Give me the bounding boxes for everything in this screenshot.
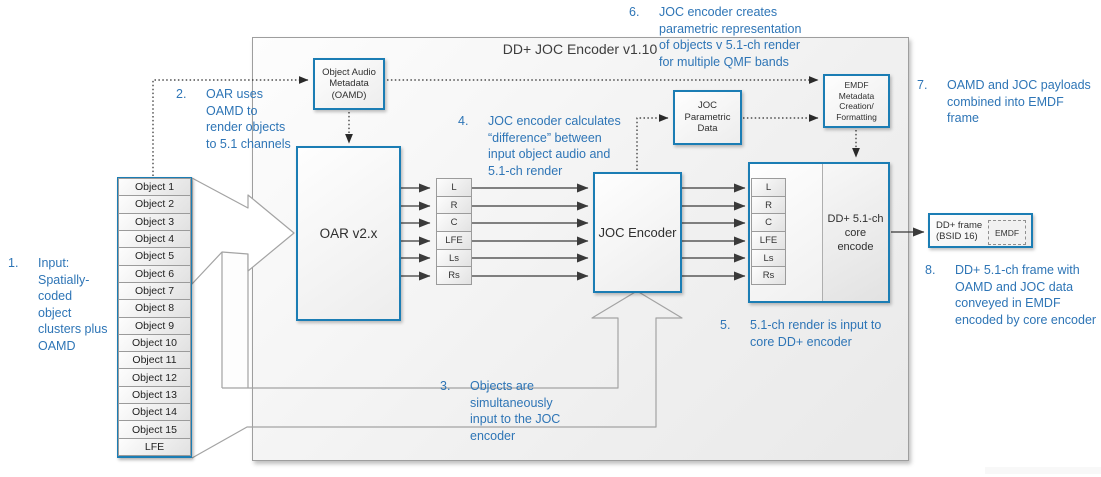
note-1: 1. Input: Spatially- coded object cluste… xyxy=(8,255,107,354)
object-row-lfe: LFE xyxy=(118,437,191,456)
object-row: Object 7 xyxy=(118,281,191,301)
object-row: Object 15 xyxy=(118,420,191,439)
channel-row: C xyxy=(436,213,472,233)
note-1-text: Input: Spatially- coded object clusters … xyxy=(38,256,108,353)
object-row: Object 4 xyxy=(118,229,191,249)
dd-frame-label: DD+ frame (BSID 16) xyxy=(936,219,983,242)
channel-row: L xyxy=(436,178,472,197)
channel-row: LFE xyxy=(436,231,472,250)
core-channel-stack: L R C LFE Ls Rs xyxy=(751,178,786,286)
object-row: Object 10 xyxy=(118,333,191,353)
note-6: 6. JOC encoder creates parametric repres… xyxy=(629,4,801,70)
oamd-label: Object Audio Metadata (OAMD) xyxy=(322,66,376,101)
object-row: Object 11 xyxy=(118,351,191,370)
object-row: Object 2 xyxy=(118,195,191,214)
joc-to-parametric-dotted xyxy=(636,114,669,170)
object-row: Object 12 xyxy=(118,368,191,387)
object-row: Object 13 xyxy=(118,385,191,405)
note-2-number: 2. xyxy=(176,87,187,101)
render-channel-stack: L R C LFE Ls Rs xyxy=(436,178,472,286)
object-row: Object 3 xyxy=(118,212,191,231)
object-row: Object 8 xyxy=(118,299,191,318)
joc-parametric-data-label: JOC Parametric Data xyxy=(684,100,731,135)
objects-to-joc-block-arrow xyxy=(191,290,683,459)
core-encode-label-pane: DD+ 5.1-ch core encode xyxy=(822,164,888,301)
note-3: 3. Objects are simultaneously input to t… xyxy=(440,378,560,444)
note-5: 5. 5.1-ch render is input to core DD+ en… xyxy=(720,317,881,350)
note-1-number: 1. xyxy=(8,256,19,270)
emdf-payload-tag: EMDF xyxy=(988,220,1026,245)
channel-row: Ls xyxy=(436,248,472,268)
emdf-metadata-box: EMDF Metadata Creation/ Formatting xyxy=(823,74,890,128)
object-row: Object 1 xyxy=(118,178,191,197)
pcm-arrows xyxy=(401,183,925,281)
oar-box: OAR v2.x xyxy=(296,146,401,321)
faint-footer-bar xyxy=(985,467,1101,474)
channel-row: R xyxy=(436,195,472,215)
channel-row: LFE xyxy=(751,231,786,250)
note-7-text: OAMD and JOC payloads combined into EMDF… xyxy=(947,78,1091,125)
channel-row: Rs xyxy=(436,266,472,286)
metadata-dotted-arrows xyxy=(152,76,860,176)
note-8: 8. DD+ 5.1-ch frame with OAMD and JOC da… xyxy=(925,262,1096,328)
note-7: 7. OAMD and JOC payloads combined into E… xyxy=(917,77,1091,127)
object-row: Object 14 xyxy=(118,403,191,422)
object-row: Object 9 xyxy=(118,316,191,335)
stack-to-oamd-dotted xyxy=(152,76,309,176)
note-2-text: OAR uses OAMD to render objects to 5.1 c… xyxy=(206,87,291,151)
oar-label: OAR v2.x xyxy=(319,226,378,241)
note-8-number: 8. xyxy=(925,263,936,277)
note-5-number: 5. xyxy=(720,318,731,332)
channel-row: Ls xyxy=(751,248,786,268)
diagram-title: DD+ JOC Encoder v1.10 xyxy=(502,41,658,57)
note-7-number: 7. xyxy=(917,78,928,92)
note-4: 4. JOC encoder calculates “difference” b… xyxy=(458,113,621,179)
core-encode-label: DD+ 5.1-ch core encode xyxy=(827,212,884,253)
channel-row: Rs xyxy=(751,266,786,286)
joc-encoder-box: JOC Encoder xyxy=(593,172,682,293)
note-5-text: 5.1-ch render is input to core DD+ encod… xyxy=(750,318,882,349)
object-routing-shapes xyxy=(191,177,683,459)
note-2: 2. OAR uses OAMD to render objects to 5.… xyxy=(176,86,291,152)
note-4-text: JOC encoder calculates “difference” betw… xyxy=(488,114,621,178)
object-row: Object 5 xyxy=(118,247,191,266)
joc-encoder-label: JOC Encoder xyxy=(598,225,677,240)
note-4-number: 4. xyxy=(458,114,469,128)
channel-row: R xyxy=(751,195,786,215)
dd-frame-box: DD+ frame (BSID 16) EMDF xyxy=(928,213,1033,248)
objects-to-oar-block-arrow xyxy=(191,177,295,285)
channel-row: L xyxy=(751,178,786,197)
oamd-box: Object Audio Metadata (OAMD) xyxy=(313,58,385,110)
note-8-text: DD+ 5.1-ch frame with OAMD and JOC data … xyxy=(955,263,1097,327)
channel-row: C xyxy=(751,213,786,233)
note-6-text: JOC encoder creates parametric represent… xyxy=(659,5,802,69)
object-row: Object 6 xyxy=(118,264,191,283)
note-3-text: Objects are simultaneously input to the … xyxy=(470,379,561,443)
object-input-stack: Object 1 Object 2 Object 3 Object 4 Obje… xyxy=(117,177,192,458)
joc-parametric-data-box: JOC Parametric Data xyxy=(673,90,742,145)
note-3-number: 3. xyxy=(440,379,451,393)
emdf-metadata-label: EMDF Metadata Creation/ Formatting xyxy=(836,80,877,122)
note-6-number: 6. xyxy=(629,5,640,19)
